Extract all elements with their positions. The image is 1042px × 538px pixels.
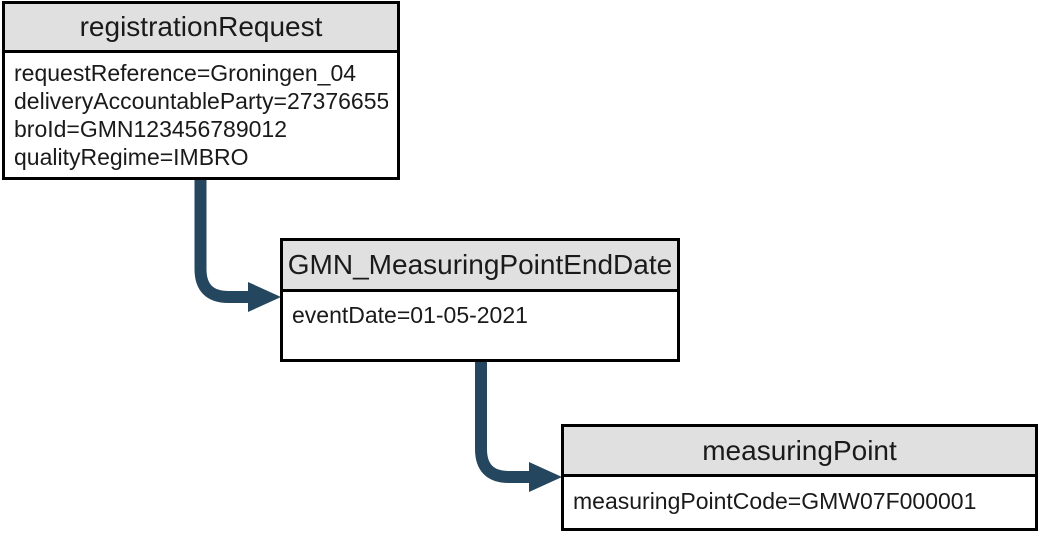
arrow-registrationrequest-to-endpointdate — [194, 180, 281, 312]
attribute-delivery-accountable-party: deliveryAccountableParty=27376655 — [14, 88, 388, 114]
arrow-head-icon — [248, 282, 281, 312]
node-body-gmn-measuring-point-end-date: eventDate=01-05-2021 — [283, 292, 677, 335]
attribute-quality-regime: qualityRegime=IMBRO — [14, 144, 249, 170]
node-registration-request: registrationRequest requestReference=Gro… — [2, 1, 400, 180]
attribute-event-date: eventDate=01-05-2021 — [292, 302, 528, 328]
attribute-measuring-point-code: measuringPointCode=GMW07F000001 — [573, 488, 977, 514]
node-gmn-measuring-point-end-date: GMN_MeasuringPointEndDate eventDate=01-0… — [280, 238, 680, 362]
arrow-endpointdate-to-measuringpoint — [475, 362, 562, 492]
node-title-registration-request: registrationRequest — [5, 4, 397, 53]
node-body-registration-request: requestReference=Groningen_04 deliveryAc… — [5, 53, 397, 177]
arrow-elbow-line — [475, 362, 532, 483]
node-body-measuring-point: measuringPointCode=GMW07F000001 — [564, 477, 1035, 521]
node-measuring-point: measuringPoint measuringPointCode=GMW07F… — [561, 424, 1038, 531]
node-title-gmn-measuring-point-end-date: GMN_MeasuringPointEndDate — [283, 241, 677, 292]
attribute-bro-id: broId=GMN123456789012 — [14, 116, 288, 142]
arrow-elbow-line — [194, 180, 251, 303]
attribute-request-reference: requestReference=Groningen_04 — [14, 60, 357, 86]
node-title-measuring-point: measuringPoint — [564, 427, 1035, 477]
arrow-head-icon — [529, 462, 562, 492]
